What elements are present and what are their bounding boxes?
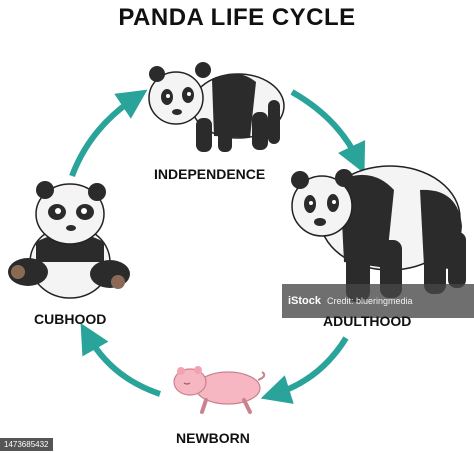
stage-label-cubhood: CUBHOOD [34, 311, 107, 327]
arrow-adulthood-to-newborn [260, 336, 349, 404]
newborn-panda-illustration [173, 366, 266, 414]
diagram-title: PANDA LIFE CYCLE [118, 4, 356, 31]
stock-watermark: iStock Credit: blueringmedia [282, 284, 474, 318]
independence-panda-illustration [148, 62, 285, 152]
stage-label-independence: INDEPENDENCE [154, 166, 266, 182]
arrow-newborn-to-cubhood [80, 322, 161, 397]
stock-image-id: 1473685432 [0, 438, 53, 451]
arrow-independence-to-adulthood [290, 89, 366, 174]
arrow-cubhood-to-independence [69, 89, 148, 178]
stage-label-adulthood: ADULTHOOD [323, 313, 412, 329]
watermark-credit: Credit: blueringmedia [327, 296, 413, 306]
watermark-logo: iStock [288, 295, 322, 307]
stage-label-newborn: NEWBORN [176, 430, 250, 446]
cub-panda-illustration [8, 181, 130, 299]
adult-panda-illustration [291, 165, 466, 302]
